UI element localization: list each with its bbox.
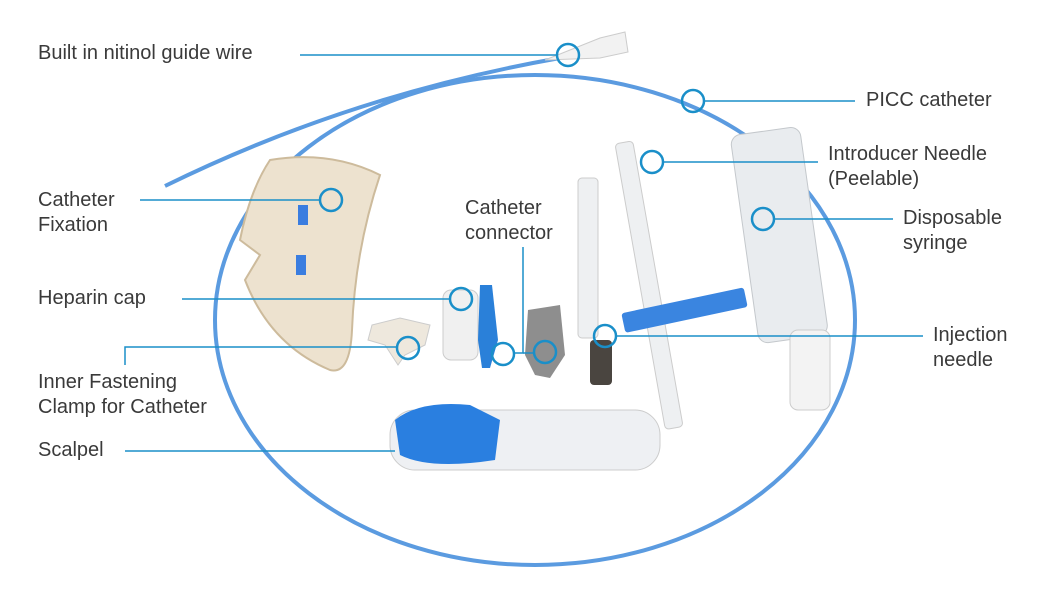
- label-line: Introducer Needle: [828, 143, 987, 165]
- fixation-clip: [298, 205, 308, 225]
- label-catheter-fixation: Catheter Fixation: [38, 188, 115, 238]
- label-line: Disposable: [903, 207, 1002, 229]
- marker-introducer: [639, 149, 665, 175]
- label-line: connector: [465, 222, 553, 244]
- marker-heparin: [448, 286, 474, 312]
- scalpel-handle: [395, 404, 500, 464]
- marker-picc: [680, 88, 706, 114]
- label-introducer-needle: Introducer Needle (Peelable): [828, 142, 987, 192]
- label-picc-catheter: PICC catheter: [866, 89, 992, 111]
- label-line: Catheter: [465, 197, 542, 219]
- syringe-plunger: [789, 329, 831, 411]
- label-line: needle: [933, 349, 994, 371]
- label-line: Fixation: [38, 214, 109, 236]
- label-line: Clamp for Catheter: [38, 396, 207, 418]
- picc-catheter-loop: [213, 73, 857, 567]
- marker-guide-wire: [555, 42, 581, 68]
- introducer-sheath: [615, 140, 683, 430]
- needle-hub: [590, 340, 612, 385]
- label-disposable-syringe: Disposable syringe: [903, 206, 1002, 256]
- label-heparin-cap: Heparin cap: [38, 287, 146, 309]
- introducer-wing: [621, 287, 748, 333]
- marker-clamp: [395, 335, 421, 361]
- marker-connector-2: [532, 339, 558, 365]
- guide-wire-hub: [544, 31, 629, 61]
- needle-sheath: [577, 177, 599, 339]
- label-line: Inner Fastening: [38, 371, 177, 393]
- leader-connector: [514, 247, 524, 354]
- blue-connector: [478, 285, 498, 368]
- label-scalpel: Scalpel: [38, 439, 104, 461]
- fixation-clip: [296, 255, 306, 275]
- label-line: Injection: [933, 324, 1008, 346]
- label-line: (Peelable): [828, 168, 920, 190]
- leader-clamp: [124, 346, 397, 365]
- label-guide-wire: Built in nitinol guide wire: [38, 42, 253, 64]
- marker-connector: [490, 341, 516, 367]
- label-injection-needle: Injection needle: [933, 323, 1008, 373]
- label-line: syringe: [903, 232, 968, 254]
- marker-syringe: [750, 206, 776, 232]
- marker-injection: [592, 323, 618, 349]
- syringe-barrel: [730, 126, 828, 344]
- label-line: Catheter: [38, 189, 115, 211]
- catheter-tail: [164, 56, 561, 188]
- catheter-fixation-pad: [238, 156, 382, 372]
- marker-fixation: [318, 187, 344, 213]
- label-inner-fastening-clamp: Inner Fastening Clamp for Catheter: [38, 370, 207, 420]
- label-catheter-connector: Catheter connector: [465, 196, 553, 246]
